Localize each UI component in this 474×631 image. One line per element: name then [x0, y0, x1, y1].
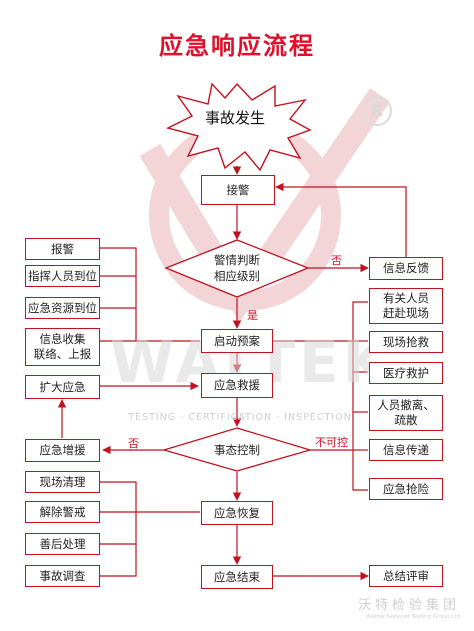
emergency-recovery-box: 应急恢复	[201, 501, 273, 525]
info-collect-box: 信息收集联络、上报	[25, 328, 100, 366]
registered-mark: R	[362, 96, 392, 126]
emergency-end-box: 应急结束	[201, 565, 273, 589]
commander-arrive-box: 指挥人员到位	[25, 265, 100, 287]
site-cleanup-box: 现场清理	[25, 471, 100, 493]
resources-arrive-box: 应急资源到位	[25, 297, 100, 319]
page-title: 应急响应流程	[159, 32, 315, 60]
evacuation-box: 人员撤离、疏散	[369, 395, 443, 431]
receive-alarm-box: 接警	[201, 175, 275, 205]
start-event-label: 事故发生	[205, 109, 266, 127]
info-transfer-box: 信息传递	[369, 439, 443, 461]
edge-label-uncontrollable: 不可控	[315, 436, 348, 449]
situation-control-decision	[161, 427, 313, 472]
medical-aid-box: 医疗救护	[369, 362, 443, 384]
edge-label-yes: 是	[247, 309, 258, 322]
activate-plan-box: 启动预案	[201, 329, 273, 353]
aftermath-box: 善后处理	[25, 533, 100, 555]
edge-label-no-feedback: 否	[331, 254, 342, 267]
alarm-judgement-decision	[164, 239, 310, 298]
footer-company-name: 沃特检验集团	[357, 598, 460, 613]
summary-review-box: 总结评审	[369, 565, 443, 587]
emergency-rescue-box: 应急救援	[201, 373, 273, 398]
expand-response-box: 扩大应急	[25, 375, 100, 399]
alarm-judgement-label: 警情判断相应级别	[214, 253, 260, 283]
lift-alert-box: 解除警戒	[25, 501, 100, 523]
edge-label-no-control: 否	[128, 437, 139, 450]
accident-investigation-box: 事故调查	[25, 565, 100, 587]
info-feedback-box: 信息反馈	[369, 257, 443, 280]
emergency-repair-box: 应急抢险	[369, 478, 443, 500]
site-rescue-box: 现场抢救	[369, 331, 443, 353]
increase-rescue-box: 应急增援	[25, 439, 100, 462]
situation-control-label: 事态控制	[214, 443, 260, 457]
start-burst	[166, 82, 312, 172]
watermark-tagline: TESTING · CERTIFICATION · INSPECTION	[128, 412, 352, 423]
report-alarm-box: 报警	[25, 238, 100, 260]
footer-company-english: Waltek Services Testing Group Ltd	[366, 614, 460, 620]
personnel-arrive-box: 有关人员赶赴现场	[369, 288, 443, 324]
